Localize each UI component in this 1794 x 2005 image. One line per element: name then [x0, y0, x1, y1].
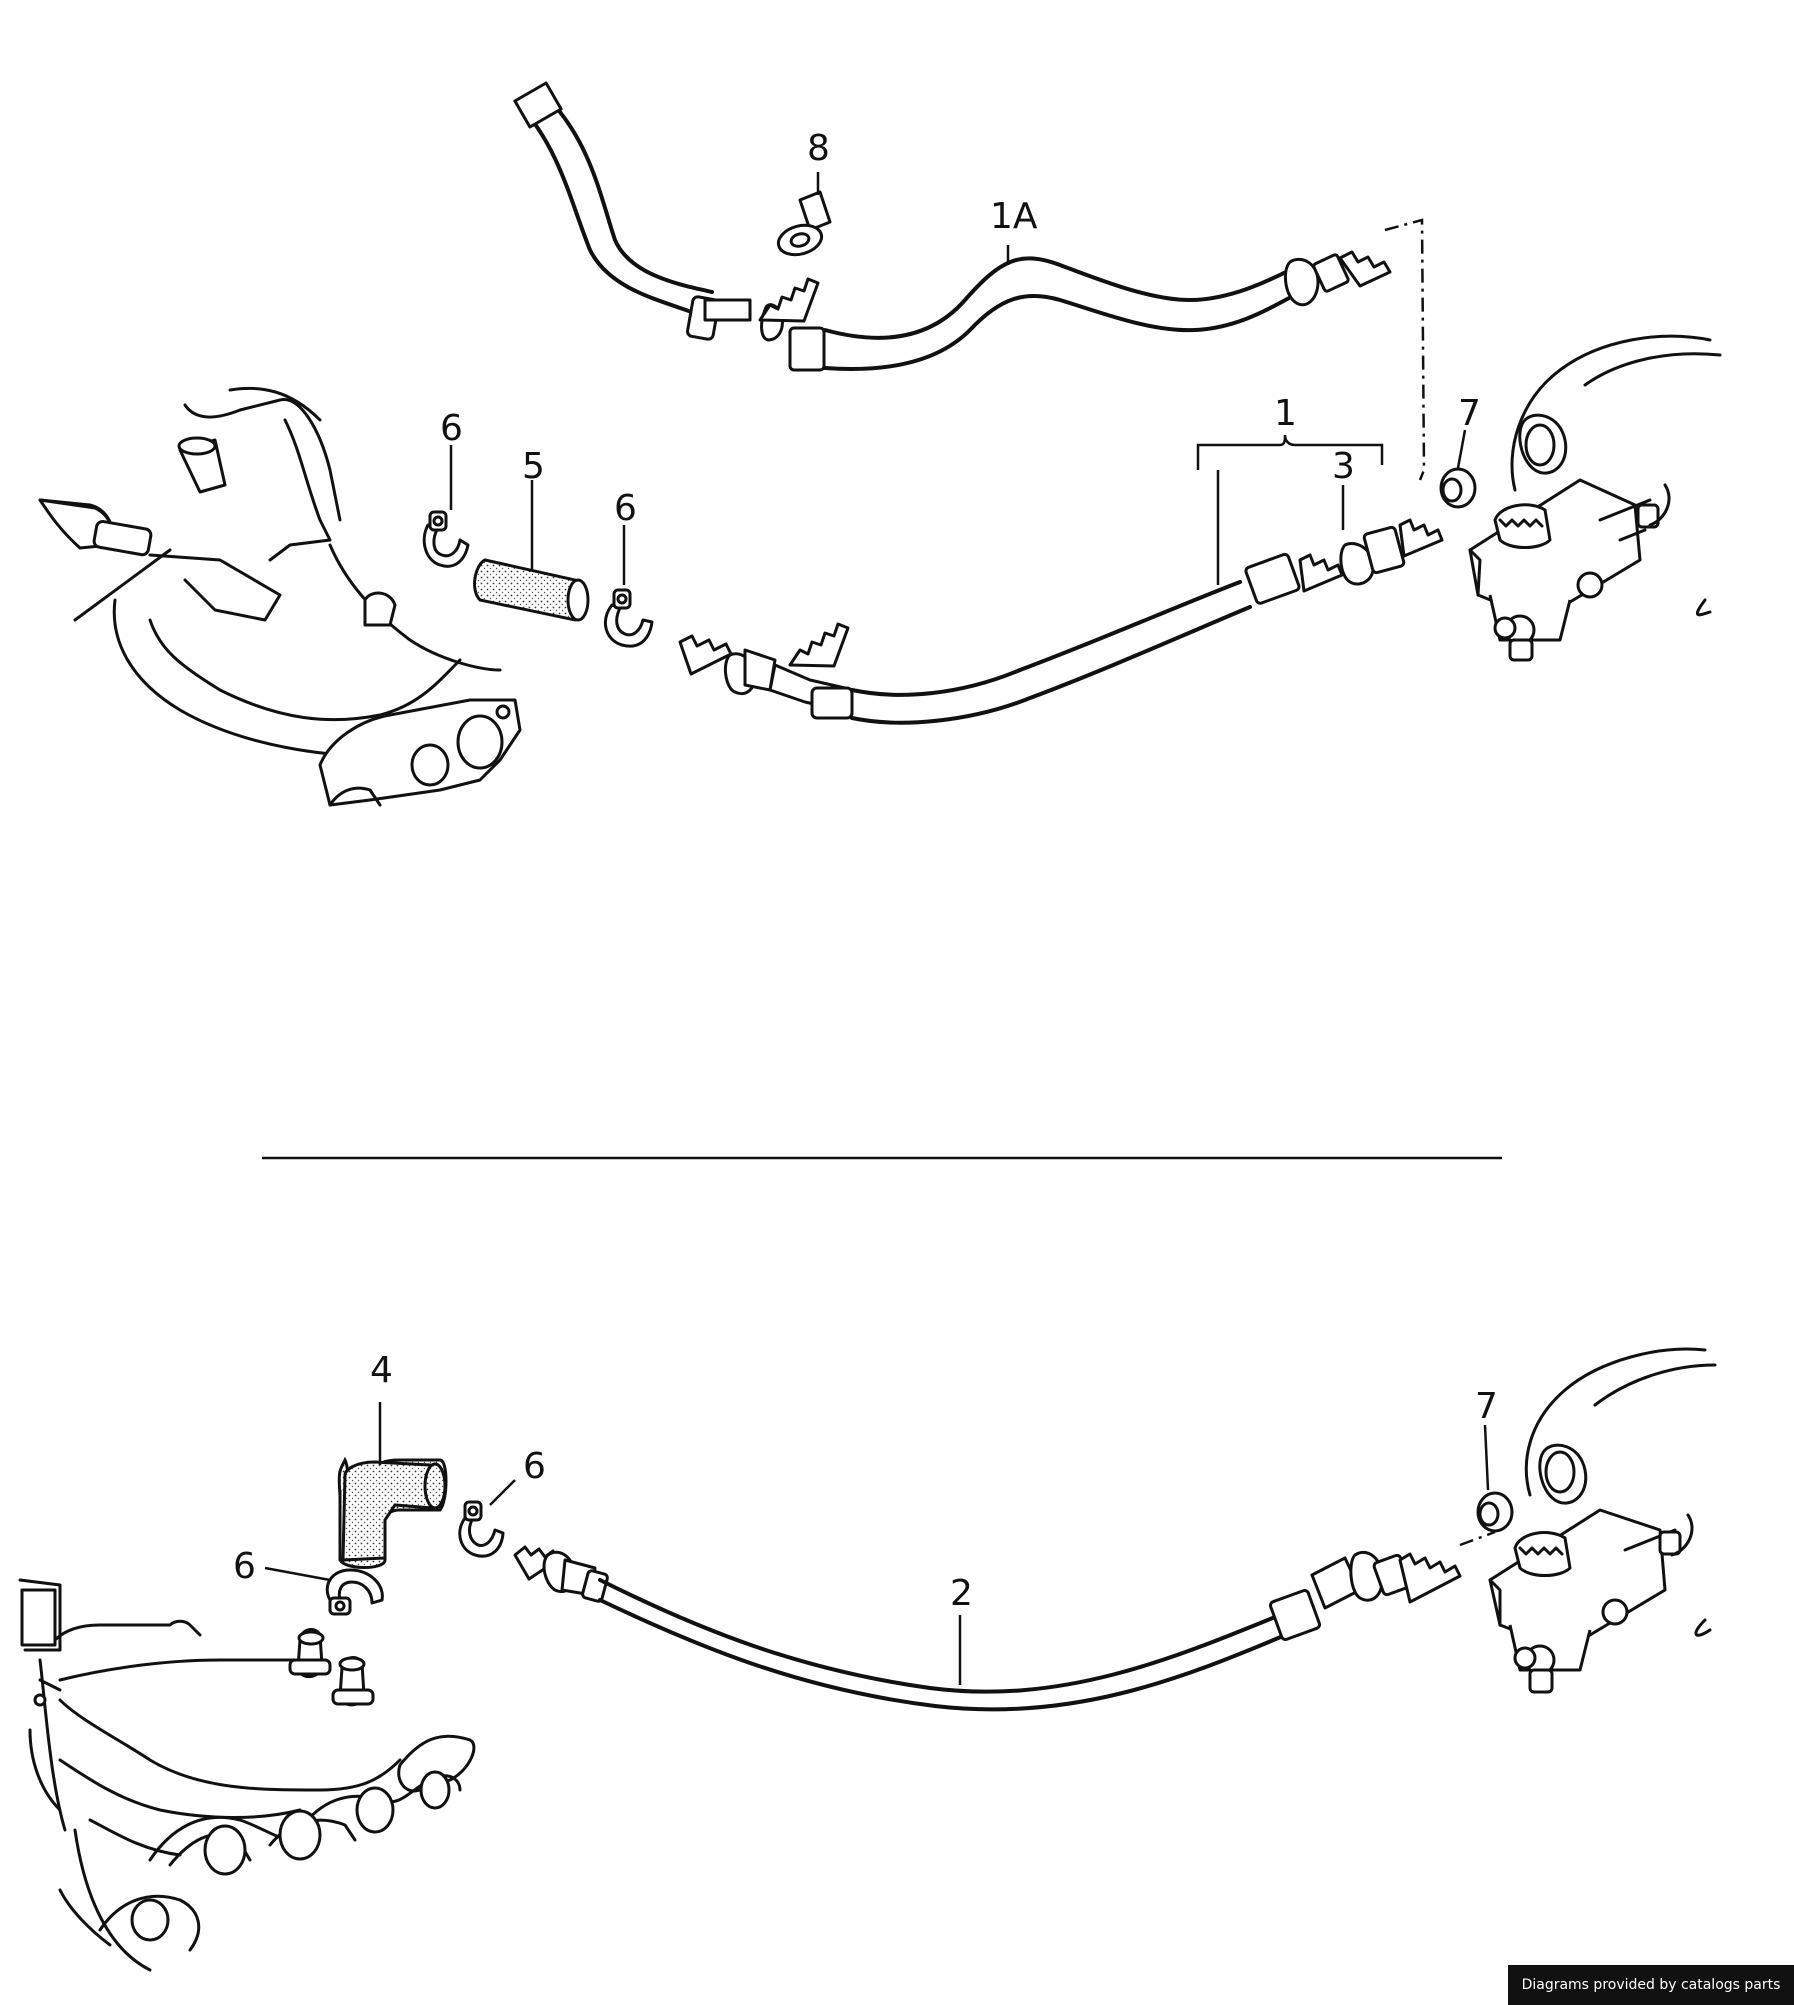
callout-3: 3: [1332, 446, 1355, 487]
callout-6-top-right: 6: [614, 488, 637, 529]
tee-fitting-upper: [758, 277, 820, 323]
callout-5: 5: [522, 446, 545, 487]
callout-6-bottom-right: 6: [523, 1446, 546, 1487]
alignment-line-bottom: [1459, 1530, 1496, 1547]
hose-2: [513, 1545, 1462, 1712]
callout-6-bottom-left: 6: [233, 1546, 256, 1587]
callout-1a: 1A: [990, 196, 1038, 237]
hose-1: [678, 470, 1301, 725]
alignment-line: [1384, 218, 1426, 481]
brake-master-cylinder-bottom: [1488, 1347, 1717, 1694]
callout-7-top: 7: [1458, 393, 1481, 434]
part-4-elbow-hose: [337, 1402, 448, 1569]
part-8-nut: [776, 172, 832, 257]
part-7-grommet-b: [1476, 1424, 1514, 1533]
intake-manifold-bottom: [18, 1578, 476, 1972]
part-6-clamp-c: [458, 1479, 516, 1558]
part-7-grommet-a: [1439, 429, 1477, 509]
bracket-1: [1196, 434, 1384, 470]
hose-1a: [513, 81, 1392, 372]
part-3-connector: [1298, 485, 1444, 593]
callout-6-top-left: 6: [440, 408, 463, 449]
credit-badge: Diagrams provided by catalogs parts: [1508, 1965, 1794, 2005]
part-6-clamp-b: [603, 525, 654, 648]
part-5-sleeve: [473, 480, 590, 622]
part-6-clamp-d: [264, 1566, 384, 1616]
callout-4: 4: [370, 1350, 393, 1391]
intake-manifold-top: [38, 386, 522, 807]
callout-1: 1: [1274, 393, 1297, 434]
callout-2: 2: [950, 1573, 973, 1614]
callout-8: 8: [807, 128, 830, 169]
part-6-clamp-a: [422, 445, 470, 568]
brake-master-cylinder-top: [1468, 334, 1722, 662]
callout-7-bottom: 7: [1475, 1386, 1498, 1427]
